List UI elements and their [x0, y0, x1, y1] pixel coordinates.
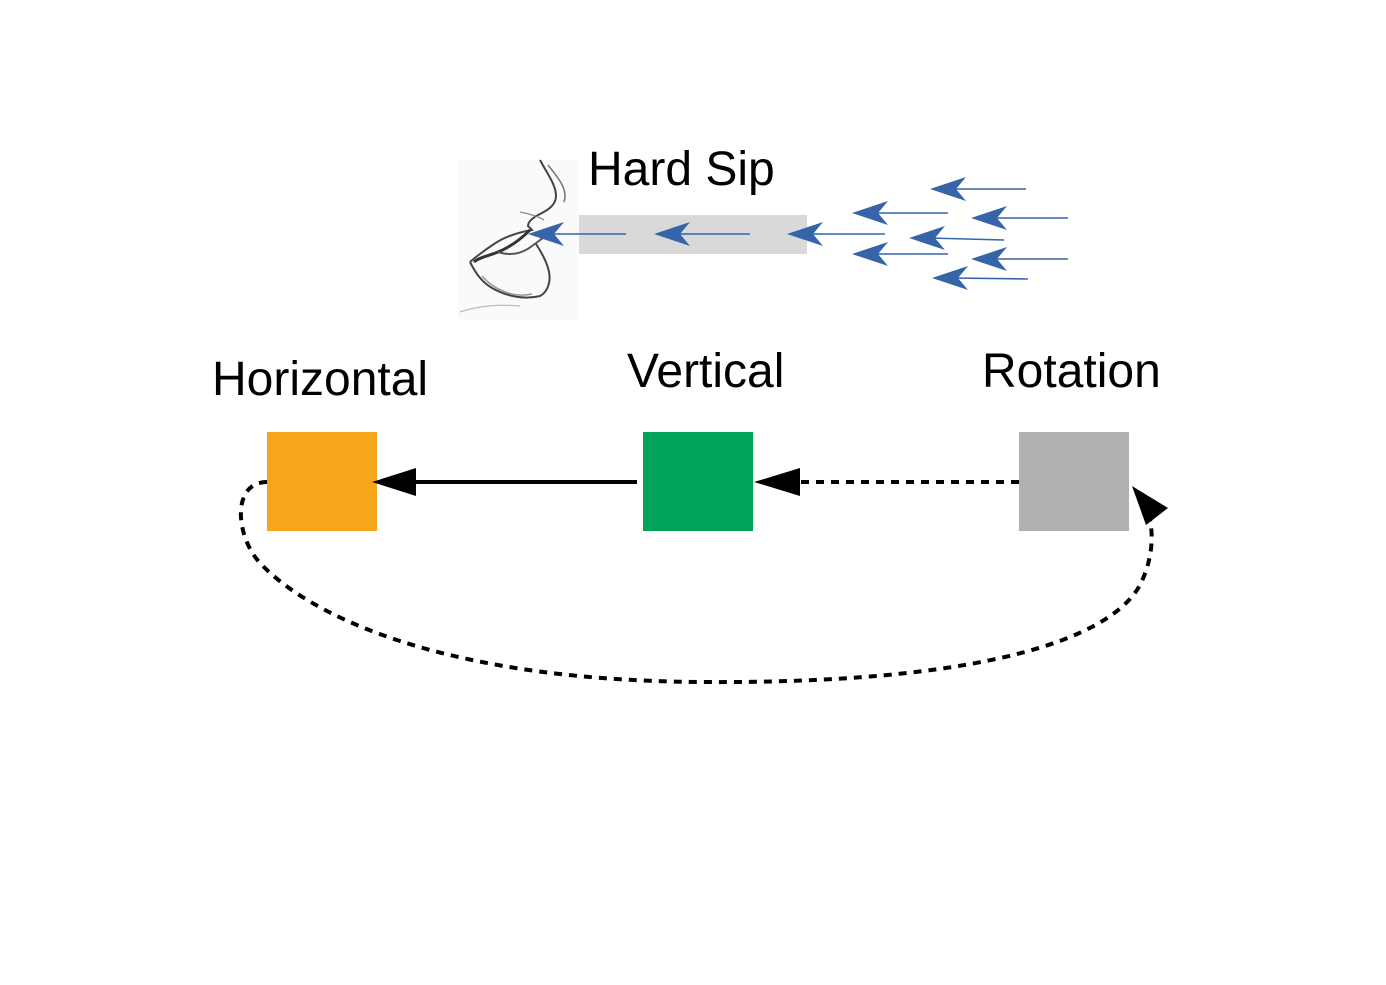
node-label-vertical: Vertical [627, 345, 784, 398]
node-label-rotation: Rotation [982, 345, 1161, 398]
airflow-arrow-icon [654, 222, 750, 246]
airflow-arrow-icon [909, 226, 1005, 250]
edge-rotation-to-vertical [754, 468, 1019, 496]
node-box-vertical [643, 432, 753, 531]
node-label-horizontal: Horizontal [212, 353, 428, 406]
airflow-arrow-icon [932, 266, 1029, 290]
diagram-title: Hard Sip [588, 143, 775, 196]
edge-horizontal-to-rotation [238, 480, 1168, 685]
node-box-rotation [1019, 432, 1129, 531]
airflow-arrow-icon [787, 222, 885, 246]
airflow-arrow-icon [852, 201, 948, 225]
airflow-arrow-icon [528, 222, 626, 246]
airflow-arrow-icon [971, 247, 1068, 271]
airflow-arrow-icon [971, 206, 1068, 230]
airflow-arrow-icon [930, 177, 1026, 201]
airflow-group [528, 177, 1068, 290]
mouth-sketch-icon [458, 159, 578, 320]
node-box-horizontal [267, 432, 377, 531]
airflow-arrow-icon [852, 242, 948, 266]
edge-vertical-to-horizontal [372, 468, 637, 496]
